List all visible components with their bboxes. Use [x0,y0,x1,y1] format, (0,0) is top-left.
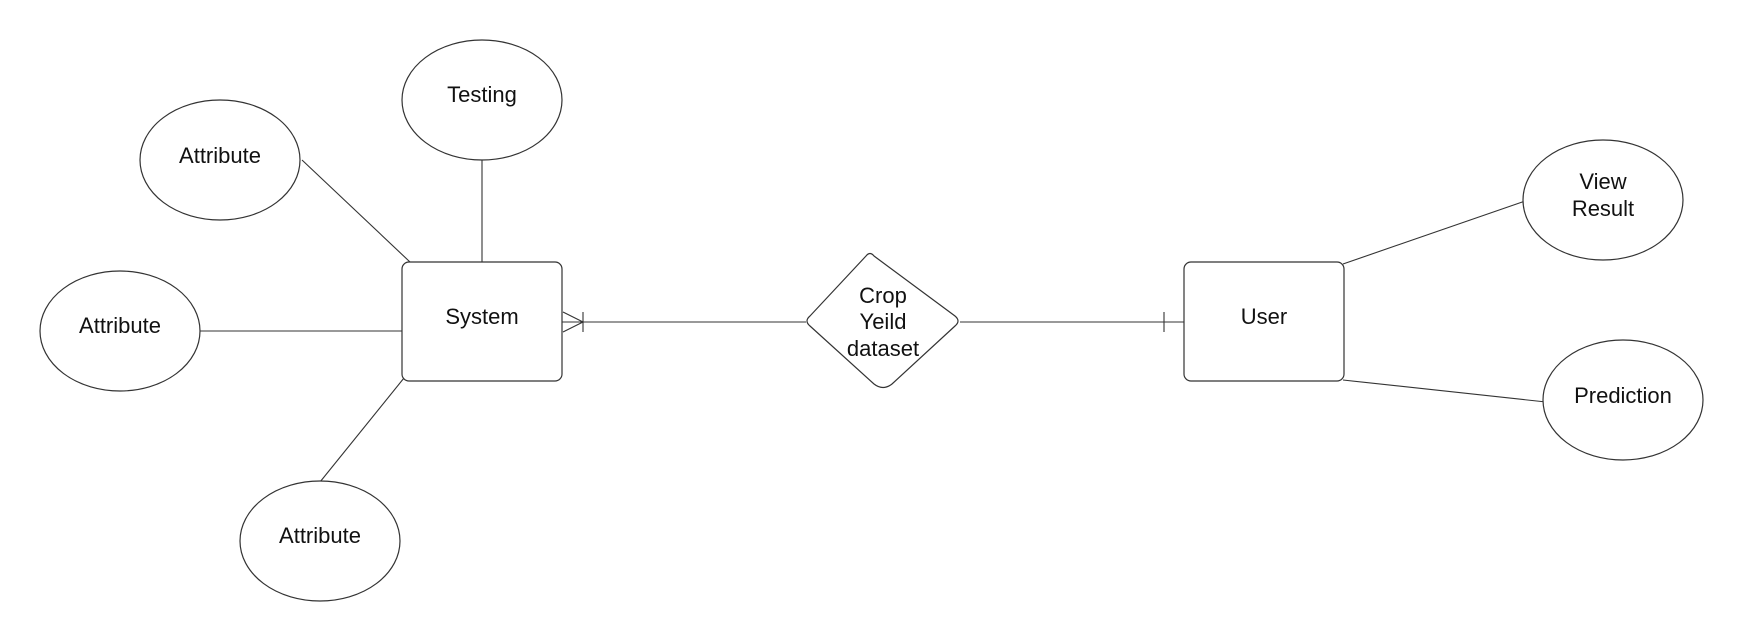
attribute-bottom[interactable]: Attribute [239,480,401,602]
attribute-testing[interactable]: Testing [401,39,563,161]
entity-system-label: System [445,304,518,329]
attribute-prediction-label: Prediction [1574,383,1672,408]
attribute-testing-label: Testing [447,82,517,107]
entity-system[interactable]: System [401,261,563,382]
attribute-view-result-label-line2: Result [1572,196,1634,221]
attribute-middle-ellipse [39,270,201,392]
relationship-label-line3: dataset [847,336,919,361]
entity-system-box [401,261,563,382]
entity-user-box [1183,261,1345,382]
attribute-view-result[interactable]: View Result [1522,139,1684,261]
relationship-crop-yeild-dataset[interactable]: Crop Yeild dataset [806,252,959,389]
attribute-middle-label: Attribute [79,313,161,338]
attribute-prediction-ellipse [1542,339,1704,461]
attribute-testing-ellipse [401,39,563,161]
attribute-view-result-label-line1: View [1579,169,1626,194]
attribute-view-result-ellipse [1522,139,1684,261]
connector-user-prediction [1342,379,1547,403]
connectors [200,159,1547,483]
attribute-bottom-ellipse [239,480,401,602]
attribute-top-label: Attribute [179,143,261,168]
entity-user[interactable]: User [1183,261,1345,382]
relationship-label-line1: Crop [859,283,907,308]
connector-attribute-top-system [301,159,411,263]
relationship-diamond [806,252,959,389]
attribute-top-ellipse [139,99,301,221]
attribute-bottom-label: Attribute [279,523,361,548]
attribute-middle[interactable]: Attribute [39,270,201,392]
attribute-prediction[interactable]: Prediction [1542,339,1704,461]
connector-attribute-bottom-system [319,377,405,483]
connector-user-view-result [1342,199,1529,265]
relationship-label-line2: Yeild [860,309,907,334]
attribute-top[interactable]: Attribute [139,99,301,221]
cardinality-one-or-many-marker [562,311,584,333]
entity-user-label: User [1241,304,1287,329]
